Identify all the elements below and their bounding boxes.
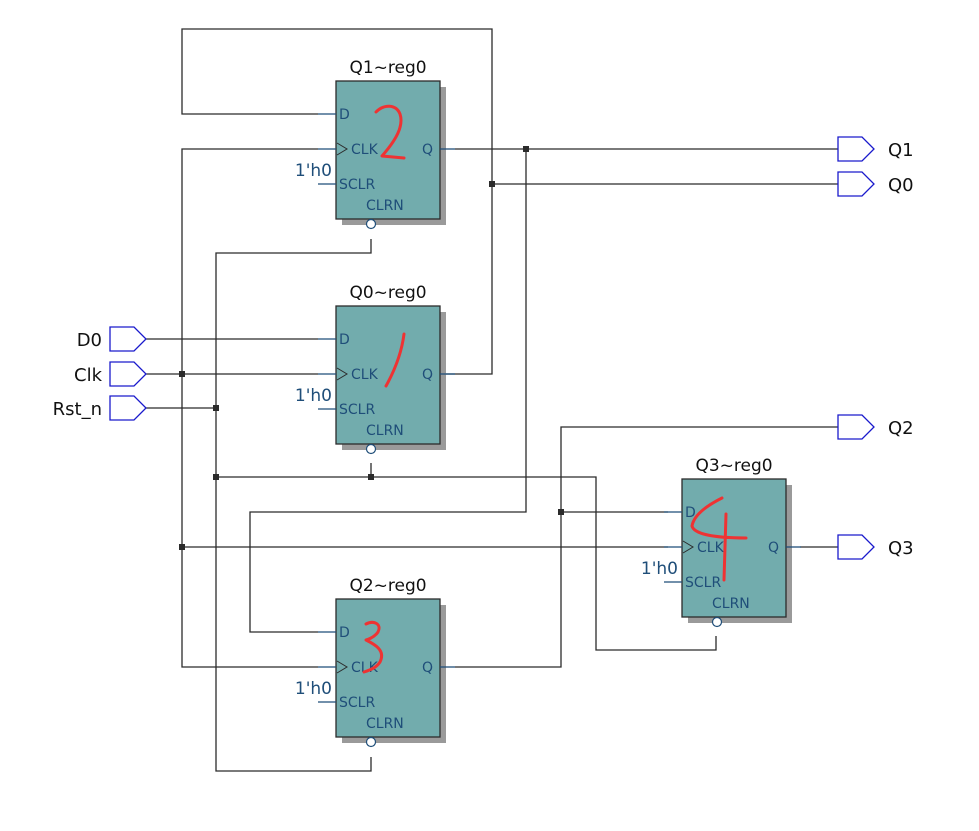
pin-d: D [339, 107, 350, 123]
register-name: Q3~reg0 [695, 456, 772, 476]
annotation-2-on-q1 [374, 104, 406, 160]
output-port-q0[interactable]: Q0 [837, 171, 914, 197]
wire-q0-to-q1-d [181, 28, 493, 375]
junction-q1-net [523, 146, 529, 152]
input-port-d0[interactable]: D0 [77, 326, 147, 352]
input-port-clk[interactable]: Clk [74, 361, 147, 387]
output-port-q1[interactable]: Q1 [837, 136, 914, 162]
pin-clk: CLK [351, 660, 379, 676]
port-label: Clk [74, 365, 103, 386]
clrn-inversion-bubble [365, 736, 377, 748]
clrn-inversion-bubble [365, 443, 377, 455]
junction-rst [213, 405, 219, 411]
pin-clk: CLK [351, 142, 379, 158]
port-label: Rst_n [53, 399, 102, 420]
output-port-q3[interactable]: Q3 [837, 534, 914, 560]
pin-q: Q [422, 660, 433, 676]
register-name: Q2~reg0 [349, 576, 426, 596]
sclr-constant: 1'h0 [295, 679, 332, 699]
clock-triangle-icon [336, 142, 348, 156]
pin-clrn: CLRN [712, 596, 750, 612]
pin-sclr: SCLR [339, 402, 375, 418]
pin-d: D [339, 625, 350, 641]
input-port-rst-n[interactable]: Rst_n [53, 395, 147, 421]
output-port-icon [837, 534, 875, 560]
port-label: Q3 [888, 538, 914, 559]
junction-clk [179, 371, 185, 377]
port-label: Q2 [888, 418, 914, 439]
pin-sclr: SCLR [339, 177, 375, 193]
wires [146, 28, 838, 772]
output-port-q2[interactable]: Q2 [837, 414, 914, 440]
pin-sclr: SCLR [339, 695, 375, 711]
pin-clrn: CLRN [366, 423, 404, 439]
sclr-constant: 1'h0 [295, 386, 332, 406]
wire-rst-bus [216, 476, 717, 651]
output-port-icon [837, 136, 875, 162]
output-port-icon [837, 171, 875, 197]
wire-rst-trunk [215, 239, 372, 772]
port-label: D0 [77, 330, 102, 351]
pin-q: Q [422, 142, 433, 158]
junction-q0-net [489, 181, 495, 187]
input-port-icon [109, 361, 147, 387]
wire-q2-net [455, 426, 838, 668]
port-label: Q0 [888, 175, 914, 196]
register-q0[interactable]: Q0~reg0 D CLK Q SCLR CLRN 1'h0 [295, 283, 455, 455]
pin-d: D [685, 505, 696, 521]
annotation-3-on-q2 [362, 620, 383, 674]
handwritten-annotations [362, 104, 748, 674]
junction-q2-net [558, 509, 564, 515]
junctions [179, 146, 564, 550]
pin-clk: CLK [351, 367, 379, 383]
pin-clk: CLK [697, 540, 725, 556]
sclr-constant: 1'h0 [295, 161, 332, 181]
clock-triangle-icon [682, 540, 694, 554]
clock-triangle-icon [336, 660, 348, 674]
register-q3[interactable]: Q3~reg0 D CLK Q SCLR CLRN 1'h0 [641, 456, 801, 628]
pin-clrn: CLRN [366, 716, 404, 732]
junction-clk-q3 [179, 544, 185, 550]
input-port-icon [109, 395, 147, 421]
output-port-icon [837, 414, 875, 440]
clock-triangle-icon [336, 367, 348, 381]
pin-q: Q [422, 367, 433, 383]
pin-q: Q [768, 540, 779, 556]
pin-sclr: SCLR [685, 575, 721, 591]
register-name: Q1~reg0 [349, 58, 426, 78]
junction-rst-q0 [368, 474, 374, 480]
clrn-inversion-bubble [365, 218, 377, 230]
sclr-constant: 1'h0 [641, 559, 678, 579]
junction-rst-bus [213, 474, 219, 480]
pin-clrn: CLRN [366, 198, 404, 214]
input-port-icon [109, 326, 147, 352]
register-name: Q0~reg0 [349, 283, 426, 303]
clrn-inversion-bubble [711, 616, 723, 628]
port-label: Q1 [888, 140, 914, 161]
wire-q1-to-q2-d [249, 149, 527, 633]
annotation-4-on-q3 [690, 496, 748, 582]
pin-d: D [339, 332, 350, 348]
annotation-1-on-q0 [384, 332, 406, 388]
register-q1[interactable]: Q1~reg0 D CLK Q SCLR CLRN 1'h0 [295, 58, 455, 230]
register-q2[interactable]: Q2~reg0 D CLK Q SCLR CLRN 1'h0 [295, 576, 455, 748]
